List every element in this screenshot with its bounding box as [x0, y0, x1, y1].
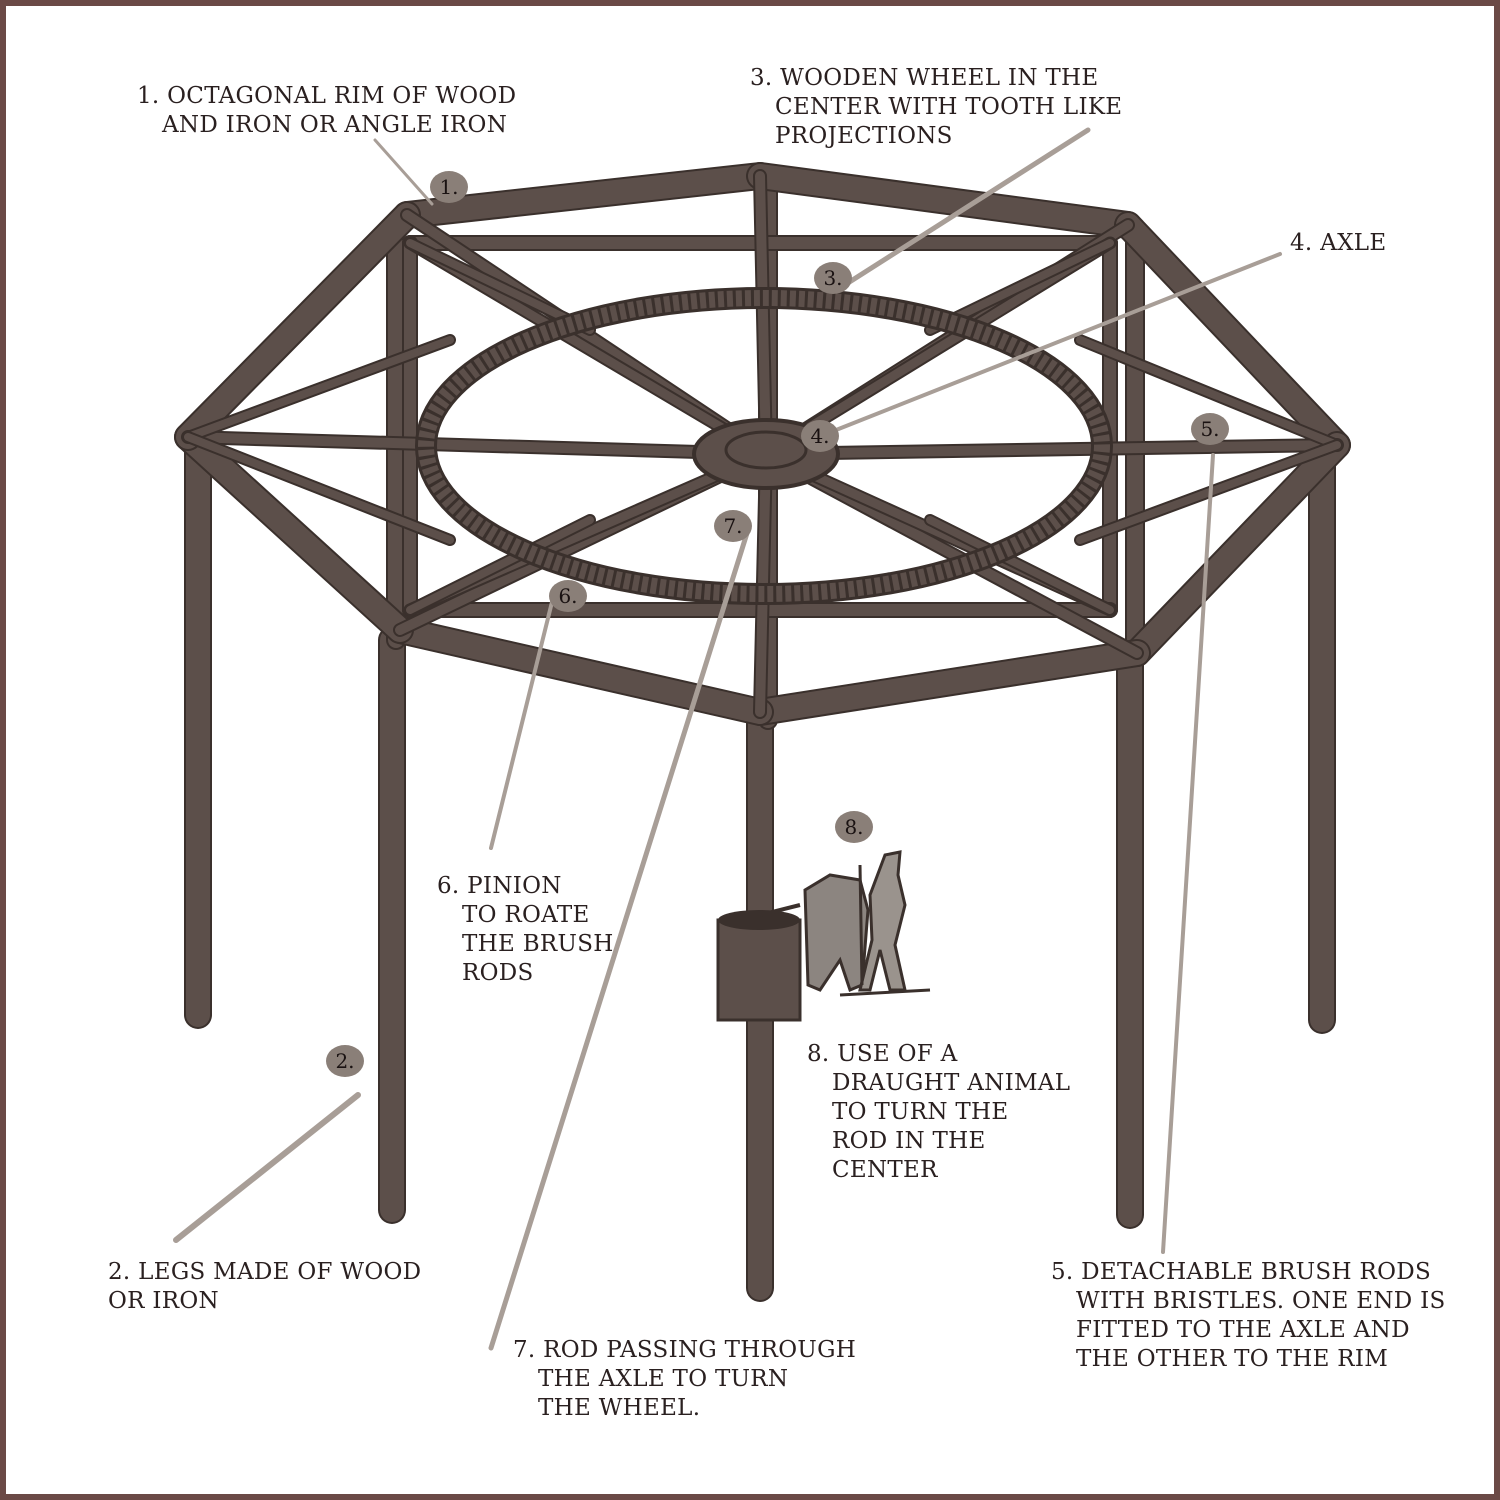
marker-2: 2. — [326, 1045, 364, 1077]
caption-line: THE WHEEL. — [538, 1395, 701, 1421]
wheel-teeth — [418, 290, 1110, 602]
caption-line: 1. OCTAGONAL RIM OF WOOD — [137, 83, 517, 109]
marker-8: 8. — [835, 811, 873, 843]
cross-brace-face — [1076, 441, 1341, 544]
caption-line: 5. DETACHABLE BRUSH RODS — [1051, 1259, 1432, 1285]
caption-line: 7. ROD PASSING THROUGH — [513, 1337, 857, 1363]
leader-line — [373, 138, 434, 206]
cross-brace-face — [406, 516, 594, 614]
rim-beam-face — [395, 164, 772, 227]
caption-line: THE AXLE TO TURN — [538, 1366, 789, 1392]
cross-brace-face — [184, 336, 454, 441]
caption-line: THE BRUSH — [462, 931, 614, 957]
caption-line: 6. PINION — [437, 873, 562, 899]
leader-lines — [173, 127, 1282, 1351]
caption-line: ROD IN THE — [832, 1128, 986, 1154]
rim-beam-face — [388, 618, 772, 724]
marker-6: 6. — [549, 580, 587, 612]
caption-line: CENTER — [832, 1157, 938, 1183]
caption-line: 4. AXLE — [1290, 230, 1387, 256]
leader-line — [489, 596, 555, 850]
caption-rod: 7. ROD PASSING THROUGH THE AXLE TO TURN … — [513, 1336, 856, 1423]
caption-line: 2. LEGS MADE OF WOOD — [108, 1259, 422, 1285]
leader-line — [173, 1092, 361, 1243]
leader-line — [488, 527, 751, 1351]
caption-draught-animal: 8. USE OF A DRAUGHT ANIMAL TO TURN THE R… — [807, 1040, 1070, 1185]
caption-line: AND IRON OR ANGLE IRON — [162, 112, 508, 138]
caption-line: FITTED TO THE AXLE AND — [1076, 1317, 1410, 1343]
cross-brace-face — [1076, 336, 1341, 449]
staff — [858, 864, 864, 986]
rim-beam-face — [176, 425, 412, 642]
leader-line — [1161, 453, 1215, 1254]
drum-top — [718, 910, 800, 930]
leader-line — [837, 127, 1091, 291]
caption-axle: 4. AXLE — [1290, 229, 1386, 258]
ground-line — [839, 988, 931, 997]
cross-brace-face — [406, 239, 594, 334]
rim-beam-face — [748, 164, 1140, 237]
caption-line: DRAUGHT ANIMAL — [832, 1070, 1071, 1096]
cross-brace-face — [926, 516, 1114, 614]
caption-line: 8. USE OF A — [807, 1041, 958, 1067]
caption-line: 3. WOODEN WHEEL IN THE — [750, 65, 1099, 91]
man-figure — [858, 850, 907, 992]
caption-line: RODS — [462, 960, 534, 986]
marker-7: 7. — [714, 510, 752, 542]
brush-rod-face — [183, 432, 771, 459]
rim-beam-face — [748, 641, 1149, 724]
brush-rod-face — [755, 171, 771, 459]
caption-line: THE OTHER TO THE RIM — [1076, 1346, 1389, 1372]
caption-legs: 2. LEGS MADE OF WOOD OR IRON — [108, 1258, 421, 1316]
caption-line: OR IRON — [108, 1288, 219, 1314]
cross-brace-face — [184, 433, 454, 544]
caption-wooden-wheel: 3. WOODEN WHEEL IN THE CENTER WITH TOOTH… — [750, 64, 1122, 151]
caption-pinion: 6. PINION TO ROATE THE BRUSH RODS — [437, 872, 614, 988]
rim-beam-face — [176, 203, 419, 449]
brush-rod-face — [761, 440, 1342, 459]
caption-line: PROJECTIONS — [775, 123, 953, 149]
marker-4: 4. — [801, 420, 839, 452]
caption-brush-rods: 5. DETACHABLE BRUSH RODS WITH BRISTLES. … — [1051, 1258, 1446, 1374]
caption-line: CENTER WITH TOOTH LIKE — [775, 94, 1123, 120]
axle-hub-inner — [724, 430, 808, 470]
rim-beam-face — [1125, 433, 1349, 665]
harness-pole — [759, 903, 801, 917]
caption-octagonal-rim: 1. OCTAGONAL RIM OF WOOD AND IRON OR ANG… — [137, 82, 516, 140]
caption-line: WITH BRISTLES. ONE END IS — [1076, 1288, 1446, 1314]
draught-animal-figure — [716, 850, 931, 1022]
rim-beam-face — [1116, 213, 1349, 457]
marker-5: 5. — [1191, 413, 1229, 445]
caption-line: TO TURN THE — [832, 1099, 1009, 1125]
marker-1: 1. — [430, 171, 468, 203]
leader-line — [834, 252, 1282, 432]
brace-rod-face — [761, 238, 1115, 459]
central-wheel — [415, 287, 1113, 605]
animal-body — [803, 873, 870, 993]
drum-base — [716, 918, 802, 1022]
marker-3: 3. — [814, 262, 852, 294]
caption-line: TO ROATE — [462, 902, 590, 928]
